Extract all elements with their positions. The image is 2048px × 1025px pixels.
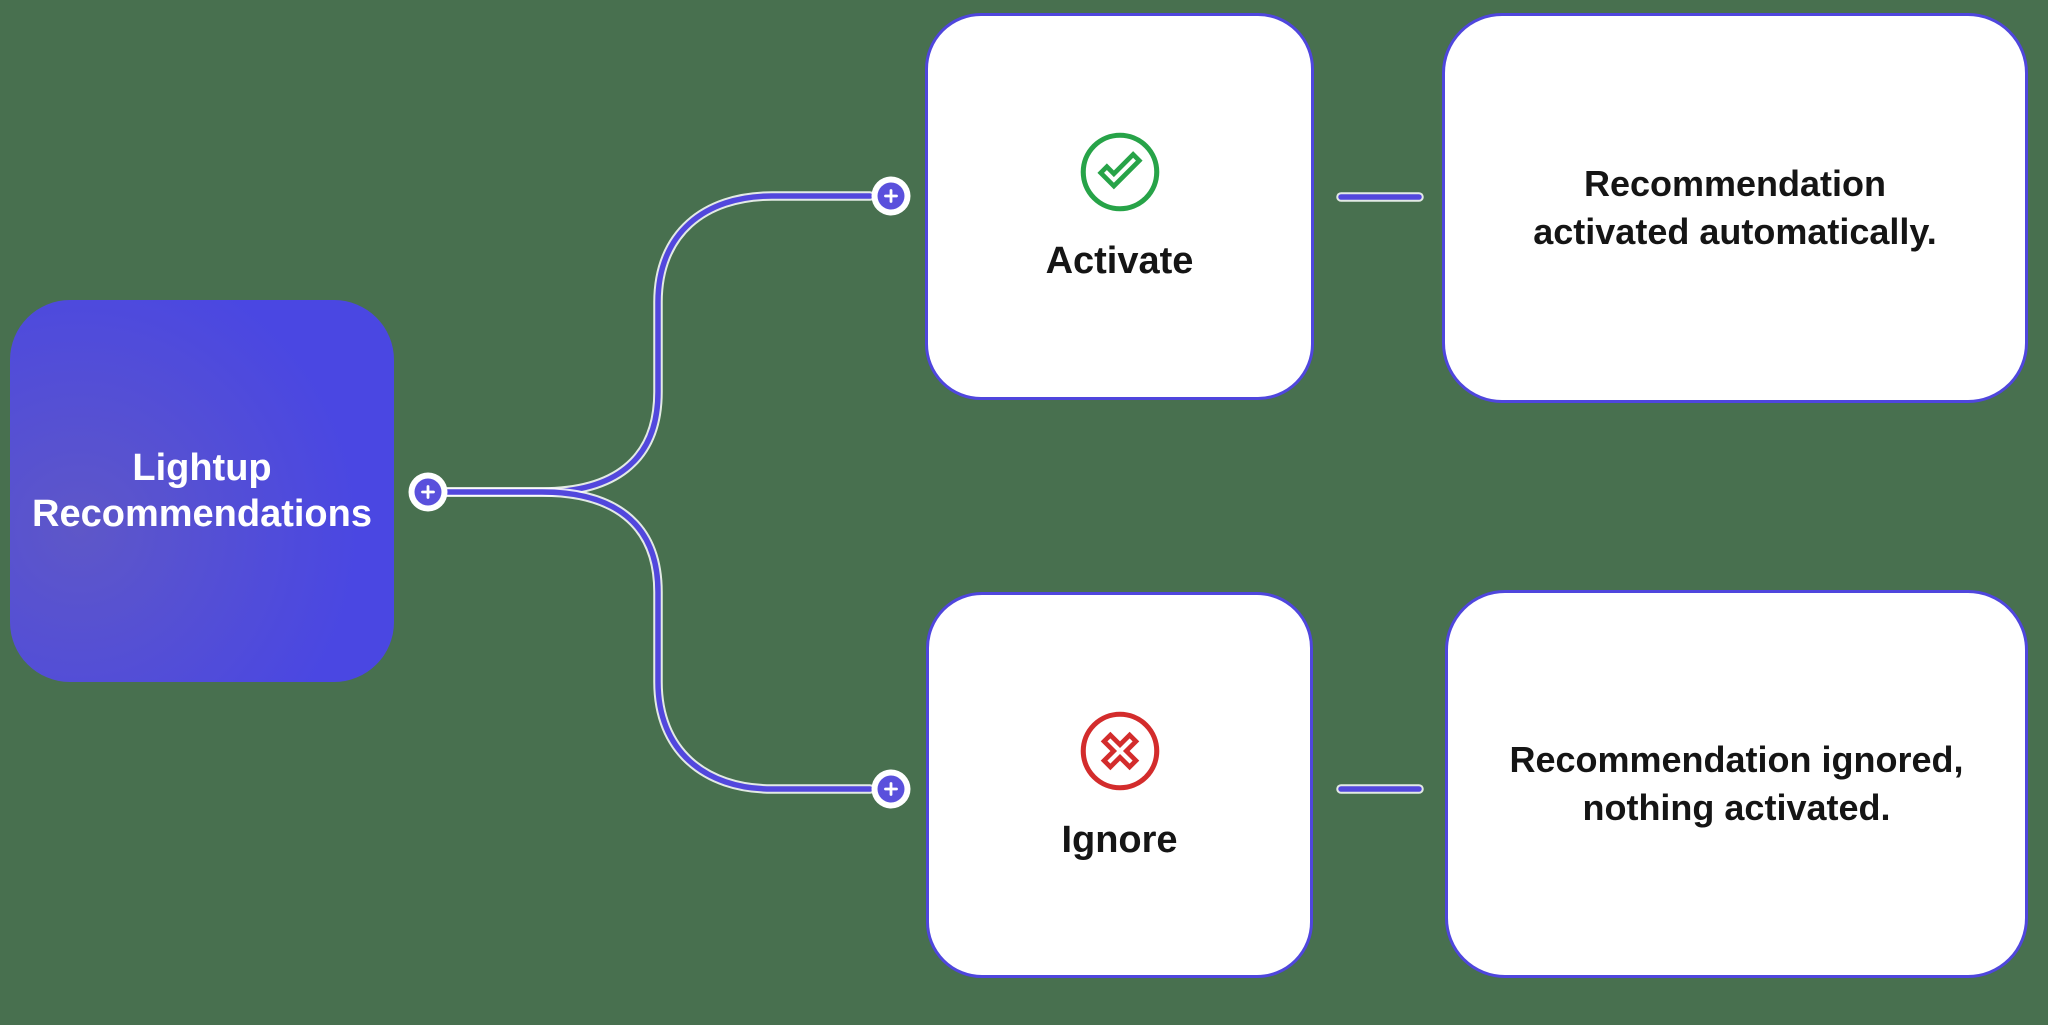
plus-node-icon-ignore[interactable] (871, 769, 911, 809)
root-node-label: Lightup Recommendations (32, 446, 372, 535)
check-circle-icon (1080, 132, 1159, 212)
root-node-lightup-recommendations[interactable]: Lightup Recommendations (10, 300, 394, 682)
result-text-activate: Recommendation activated automatically. (1533, 163, 1937, 252)
option-label-ignore: Ignore (1061, 818, 1178, 861)
x-circle-icon (1080, 711, 1159, 790)
plus-node-icon-root[interactable] (408, 472, 448, 512)
result-node-activate[interactable]: Recommendation activated automatically. (1442, 13, 2028, 403)
option-node-activate[interactable]: Activate (925, 13, 1314, 400)
edge-root-to-activate (438, 191, 875, 497)
option-node-ignore[interactable]: Ignore (926, 592, 1313, 978)
result-text-ignore: Recommendation ignored, nothing activate… (1509, 739, 1964, 828)
result-node-ignore[interactable]: Recommendation ignored, nothing activate… (1445, 590, 2028, 978)
option-label-activate: Activate (1045, 240, 1194, 282)
plus-node-icon-activate[interactable] (871, 176, 911, 216)
edge-root-to-ignore (438, 487, 875, 794)
